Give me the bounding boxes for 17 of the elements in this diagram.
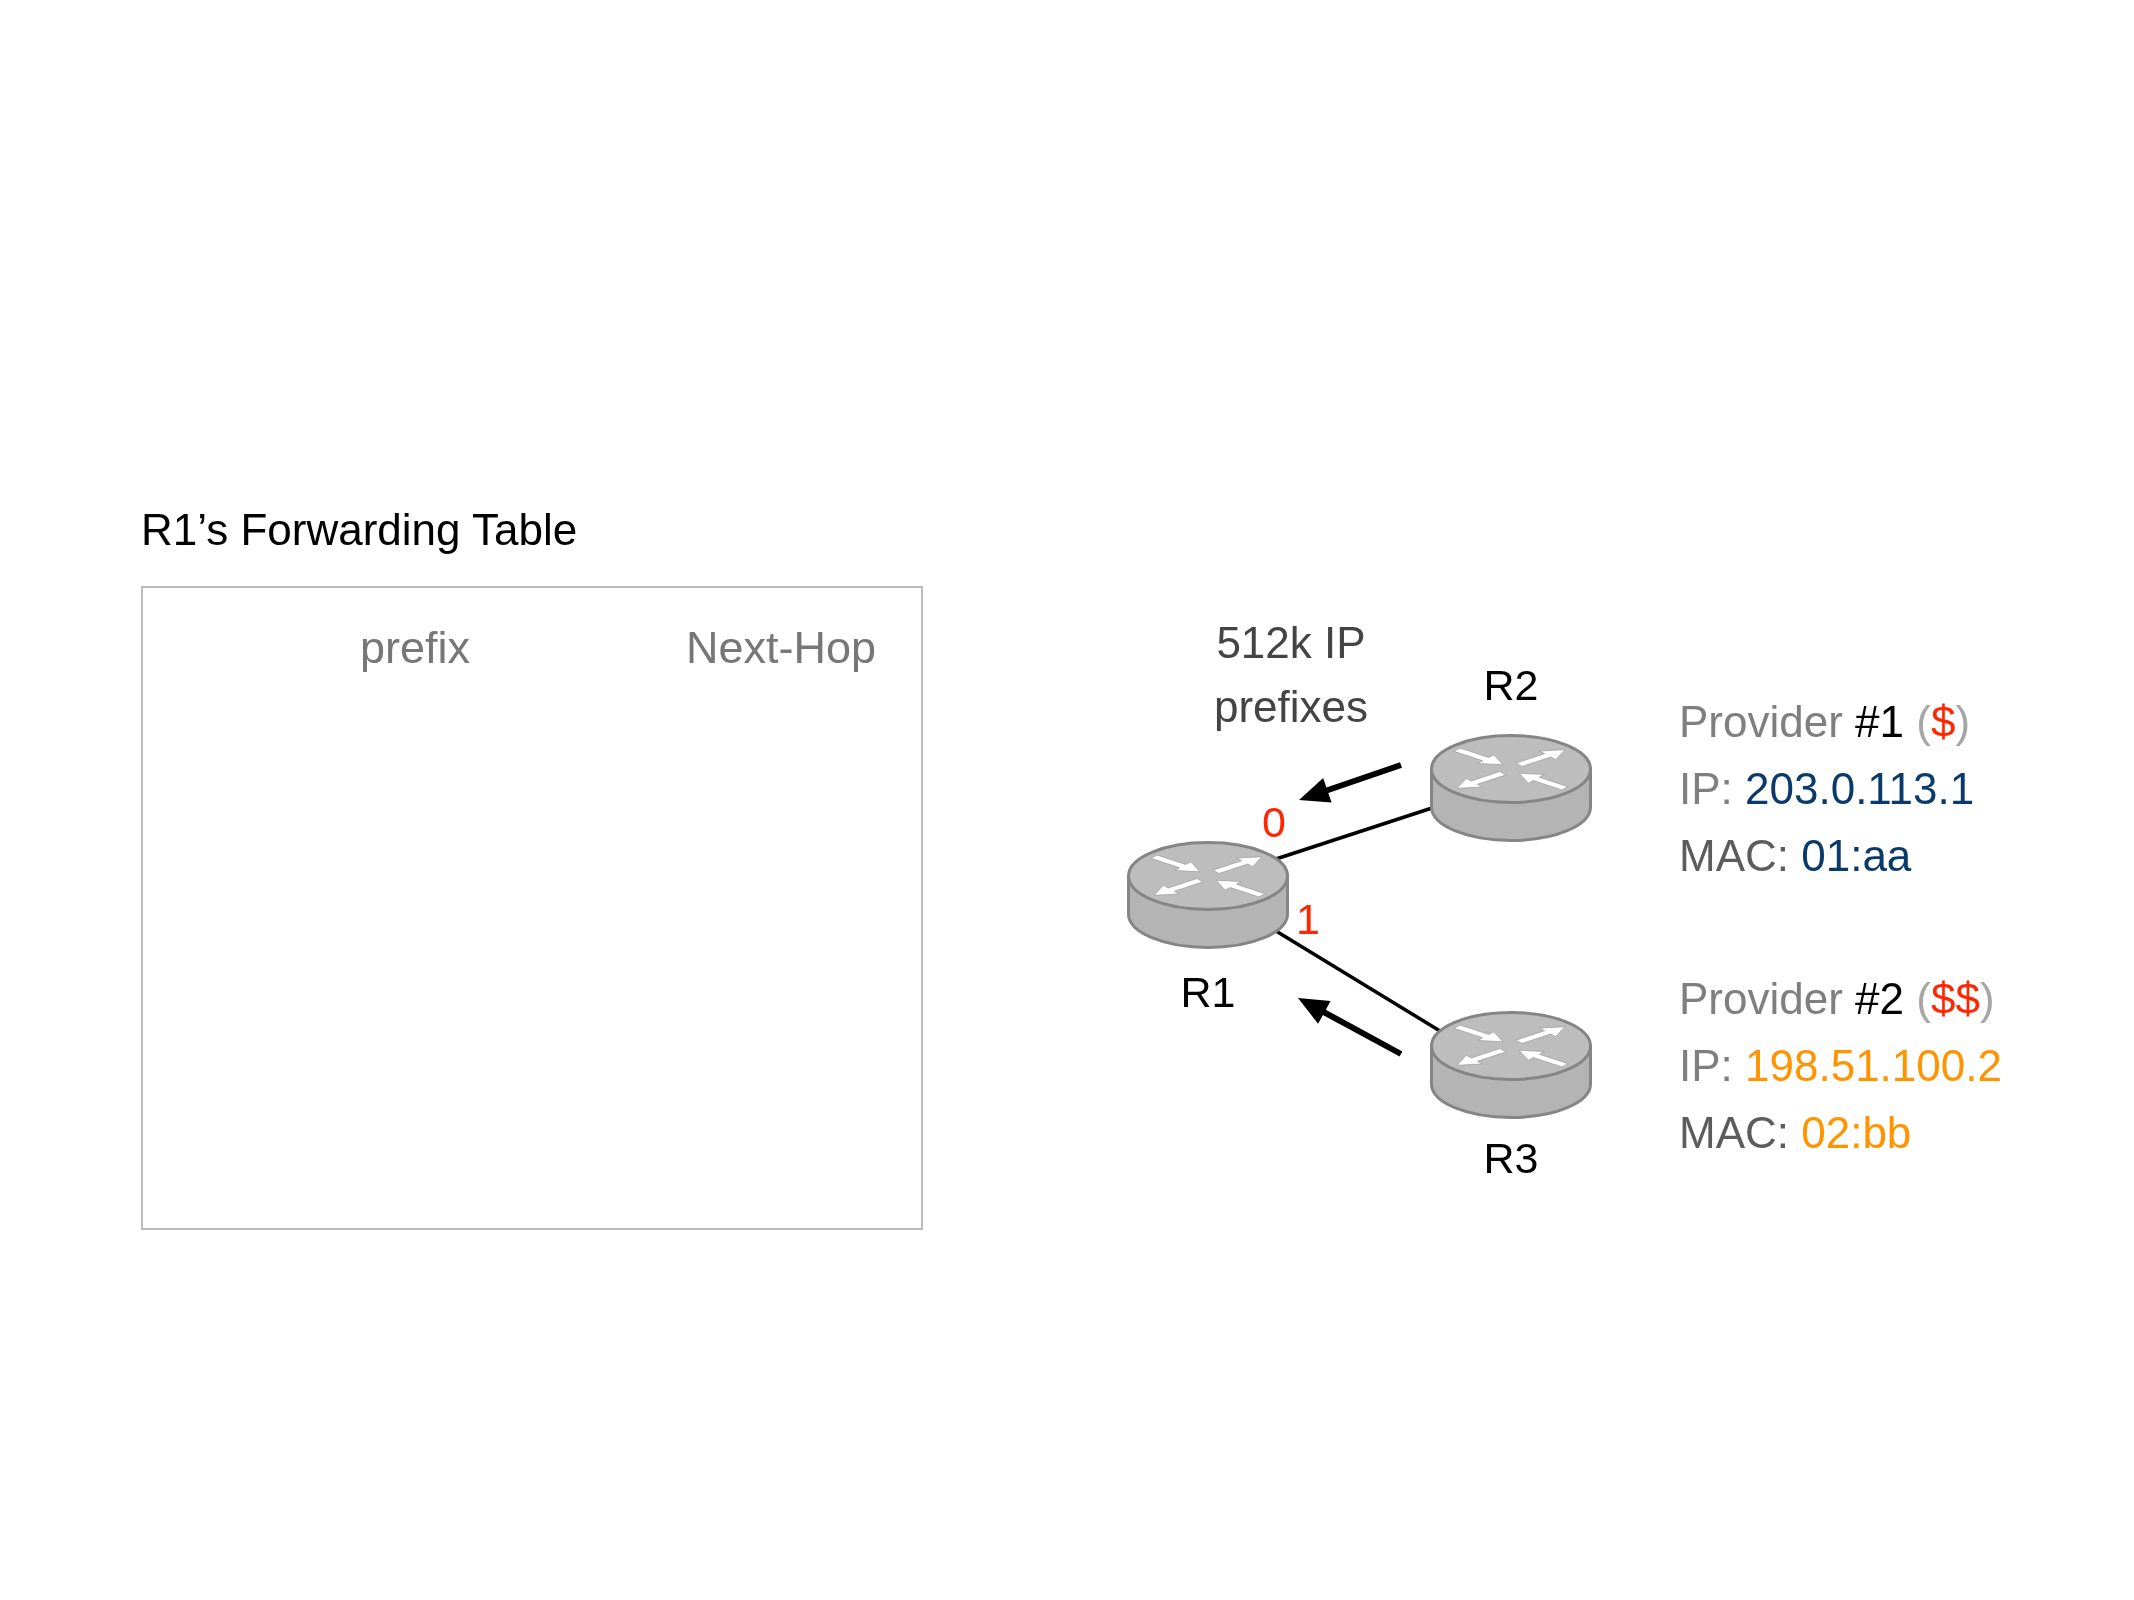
port-number: 0 xyxy=(1262,801,1286,844)
link-line xyxy=(1275,806,1433,861)
mac-address: MAC: 02:bb xyxy=(1679,1107,1912,1159)
column-header: prefix xyxy=(360,622,471,674)
provider-name: Provider #1 ($) xyxy=(1679,696,1971,748)
annotation-text: 512k IP prefixes xyxy=(1212,617,1370,733)
provider-name: Provider #2 ($$) xyxy=(1679,973,1995,1025)
router-label: R3 xyxy=(1483,1133,1539,1183)
ip-address: IP: 203.0.113.1 xyxy=(1679,763,1975,815)
router-label: R1 xyxy=(1180,967,1236,1017)
column-header: Next-Hop xyxy=(686,622,877,674)
link-line xyxy=(1275,929,1441,1033)
port-number: 1 xyxy=(1296,898,1320,941)
mac-address: MAC: 01:aa xyxy=(1679,830,1912,882)
router-label: R2 xyxy=(1483,660,1539,710)
ip-address: IP: 198.51.100.2 xyxy=(1679,1040,2002,1092)
table-title: R1’s Forwarding Table xyxy=(141,505,578,555)
